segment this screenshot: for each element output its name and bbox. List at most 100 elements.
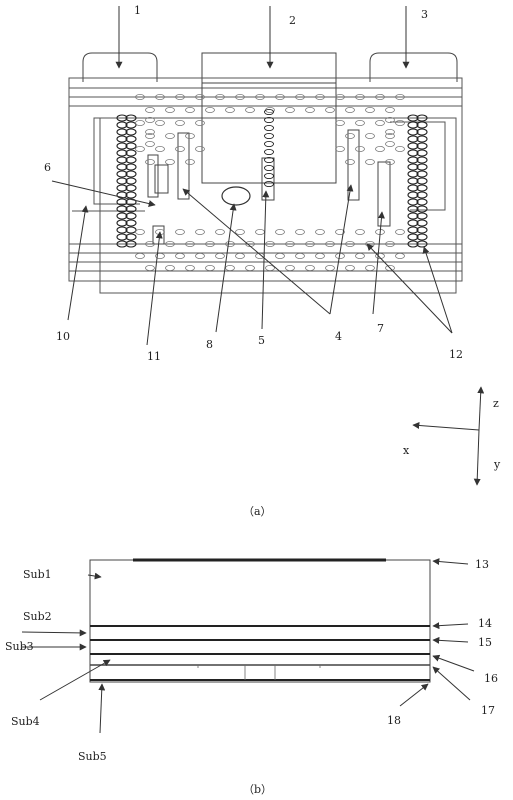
via-hole xyxy=(264,124,274,132)
via-hole xyxy=(264,148,274,156)
via-hole xyxy=(407,177,419,185)
leader-11 xyxy=(146,231,163,346)
via-hole xyxy=(416,128,428,136)
callout-leaders xyxy=(51,180,453,346)
via-hole xyxy=(195,145,205,152)
via-hole xyxy=(195,94,205,101)
via-hole xyxy=(185,264,195,271)
via-hole xyxy=(116,191,128,199)
via-hole xyxy=(335,228,345,235)
via-hole xyxy=(145,128,155,135)
via-hole xyxy=(407,191,419,199)
layer-callout-14: 14 xyxy=(478,617,492,630)
via-hole xyxy=(185,107,195,114)
leader-10 xyxy=(67,205,89,321)
via-hole xyxy=(116,135,128,143)
via-hole xyxy=(407,142,419,150)
via-hole xyxy=(165,240,175,247)
via-hole xyxy=(395,94,405,101)
via-hole xyxy=(116,184,128,192)
via-hole xyxy=(175,145,185,152)
via-hole xyxy=(345,132,355,139)
probe-center xyxy=(261,157,275,201)
layer-callout-15: 15 xyxy=(478,636,492,649)
via-hole xyxy=(125,163,137,171)
via-hole xyxy=(125,156,137,164)
via-hole xyxy=(275,252,285,259)
via-hole xyxy=(175,252,185,259)
callout-7: 7 xyxy=(377,322,384,335)
via-hole xyxy=(125,114,137,122)
leader-16 xyxy=(432,654,475,672)
via-hole xyxy=(407,240,419,248)
left-feed-line xyxy=(93,117,140,205)
callout-5: 5 xyxy=(258,334,265,347)
via-hole xyxy=(395,252,405,259)
via-hole xyxy=(165,264,175,271)
leader-12b xyxy=(422,246,453,334)
via-hole xyxy=(195,120,205,127)
via-hole xyxy=(407,233,419,241)
via-hole xyxy=(335,120,345,127)
leader-8 xyxy=(215,203,237,333)
via-hole xyxy=(416,198,428,206)
center-coupling-hole xyxy=(221,186,251,206)
substrate-label-sub4: Sub4 xyxy=(11,715,40,728)
via-hole xyxy=(416,149,428,157)
via-hole xyxy=(407,198,419,206)
axis-z-arrow xyxy=(477,386,485,431)
via-hole xyxy=(407,163,419,171)
axis-x-arrow xyxy=(412,421,480,431)
via-hole xyxy=(416,170,428,178)
via-hole xyxy=(185,158,195,165)
via-hole xyxy=(264,132,274,140)
board-outline xyxy=(68,77,463,282)
via-hole xyxy=(416,219,428,227)
via-hole xyxy=(385,107,395,114)
via-hole xyxy=(264,116,274,124)
via-hole xyxy=(125,233,137,241)
via-hole xyxy=(116,142,128,150)
via-hole xyxy=(264,140,274,148)
axis-x-label: x xyxy=(403,444,410,457)
via-hole xyxy=(235,94,245,101)
via-hole xyxy=(385,132,395,139)
via-hole xyxy=(145,158,155,165)
via-hole xyxy=(407,128,419,136)
via-hole xyxy=(416,212,428,220)
via-hole xyxy=(116,240,128,248)
via-hole xyxy=(395,145,405,152)
substrate-label-sub5: Sub5 xyxy=(78,750,107,763)
via-hole xyxy=(195,228,205,235)
via-hole xyxy=(125,184,137,192)
via-hole xyxy=(407,135,419,143)
via-hole xyxy=(416,156,428,164)
via-hole xyxy=(205,264,215,271)
leader-sub2 xyxy=(21,629,87,637)
via-hole xyxy=(355,120,365,127)
via-hole xyxy=(245,264,255,271)
via-hole xyxy=(125,142,137,150)
layer-leaders xyxy=(399,558,475,707)
via-hole xyxy=(385,158,395,165)
layer-callout-17: 17 xyxy=(481,704,495,717)
probe-left-upper xyxy=(147,154,159,198)
via-hole xyxy=(375,120,385,127)
via-hole xyxy=(116,170,128,178)
via-hole xyxy=(145,117,155,124)
via-hole xyxy=(345,240,355,247)
leader-13 xyxy=(432,558,469,566)
via-hole xyxy=(416,114,428,122)
via-hole xyxy=(325,240,335,247)
coordinate-axes xyxy=(412,386,485,486)
via-hole xyxy=(305,264,315,271)
via-hole xyxy=(145,132,155,139)
via-hole xyxy=(345,264,355,271)
via-hole xyxy=(195,252,205,259)
via-hole xyxy=(416,205,428,213)
via-hole xyxy=(407,226,419,234)
leader-7 xyxy=(372,211,385,315)
via-hole xyxy=(416,184,428,192)
via-hole xyxy=(125,205,137,213)
via-hole xyxy=(145,107,155,114)
